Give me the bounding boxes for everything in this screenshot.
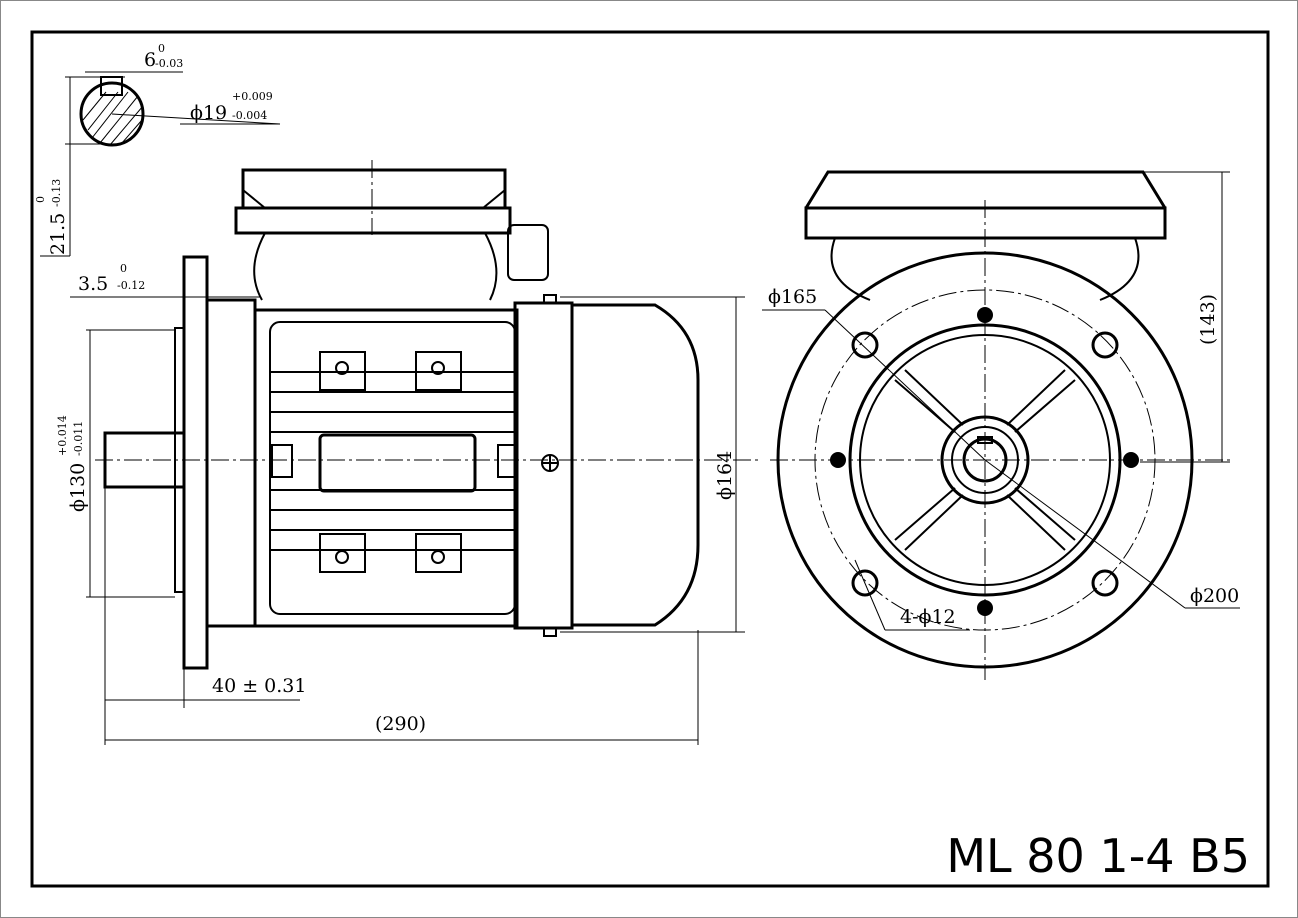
spigot-diameter-upper: +0.014 — [56, 415, 69, 456]
spigot-diameter-dim: ϕ130 — [67, 463, 89, 512]
key-width-upper: 0 — [158, 42, 165, 55]
key-depth-upper: 0 — [34, 196, 47, 203]
flange-thickness-lower: -0.12 — [117, 279, 145, 292]
overall-length-dim: (290) — [375, 713, 426, 735]
shaft-section-detail — [40, 71, 281, 257]
key-depth-dim: 21.5 — [47, 213, 69, 255]
side-dimension-lines — [70, 296, 745, 745]
key-width-lower: -0.03 — [155, 57, 183, 70]
shaft-diameter-dim: ϕ19 — [190, 102, 227, 124]
key-width-dim: 6 — [144, 49, 156, 71]
shaft-length-dim: 40 ± 0.31 — [212, 675, 306, 697]
body-diameter-dim: ϕ164 — [714, 451, 736, 500]
holes-dim: 4-ϕ12 — [900, 606, 956, 628]
shaft-diameter-lower: -0.004 — [232, 109, 267, 122]
drawing-frame — [30, 30, 1270, 888]
flange-thickness-dim: 3.5 — [78, 273, 108, 295]
key-depth-lower: -0.13 — [50, 179, 63, 207]
spigot-diameter-lower: -0.011 — [72, 421, 85, 456]
flange-diameter-dim: ϕ200 — [1190, 585, 1239, 607]
mounting-holes — [851, 331, 1119, 597]
flange-thickness-upper: 0 — [120, 262, 127, 275]
pcd-dim: ϕ165 — [768, 286, 817, 308]
model-title: ML 80 1-4 B5 — [946, 829, 1250, 883]
height-dim: (143) — [1197, 294, 1219, 345]
shaft-diameter-upper: +0.009 — [232, 90, 273, 103]
side-view — [95, 160, 760, 670]
end-view — [762, 170, 1240, 680]
